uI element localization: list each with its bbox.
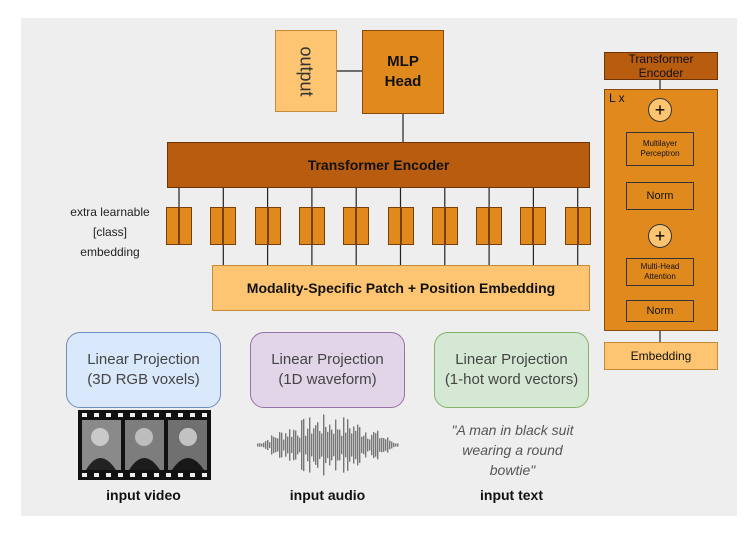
class-token xyxy=(166,207,192,245)
text-quote-line1: "A man in black suit xyxy=(451,422,574,438)
input-audio-label: input audio xyxy=(289,487,366,503)
output-label: output xyxy=(296,45,317,97)
patch-token xyxy=(431,207,458,245)
text-quote-line2: wearing a round xyxy=(462,442,563,458)
residual-add-top-icon: + xyxy=(648,98,672,122)
mlp-head-line2: Head xyxy=(384,73,422,90)
patch-embedding-bar: Modality-Specific Patch + Position Embed… xyxy=(212,265,590,311)
projection-audio-subtitle: (1D waveform) xyxy=(278,371,377,388)
transformer-encoder-bar: Transformer Encoder xyxy=(167,142,590,188)
projection-video-title: Linear Projection xyxy=(87,351,200,368)
patch-token xyxy=(564,207,591,245)
patch-token xyxy=(520,207,547,245)
patch-token xyxy=(254,207,281,245)
mlp-block-line2: Perceptron xyxy=(640,149,680,158)
attention-block: Multi-Head Attention xyxy=(626,258,694,286)
mlp-head: MLP Head xyxy=(362,30,444,114)
attention-block-line1: Multi-Head xyxy=(640,262,680,271)
encoder-detail-title-box: Transformer Encoder xyxy=(604,52,718,80)
patch-embedding-label: Modality-Specific Patch + Position Embed… xyxy=(246,280,556,296)
class-embedding-line1: extra learnable xyxy=(70,205,150,219)
class-embedding-line3: embedding xyxy=(80,245,140,259)
plus-bottom-symbol: + xyxy=(654,225,666,246)
mlp-block-line1: Multilayer xyxy=(642,139,678,148)
norm-bottom-block: Norm xyxy=(626,300,694,322)
patch-token xyxy=(298,207,325,245)
plus-top-symbol: + xyxy=(654,99,666,120)
patch-token xyxy=(476,207,503,245)
projection-text: Linear Projection (1-hot word vectors) xyxy=(434,332,589,408)
text-input-quote: "A man in black suit wearing a round bow… xyxy=(430,420,595,480)
residual-add-bottom-icon: + xyxy=(648,224,672,248)
projection-text-title: Linear Projection xyxy=(455,351,568,368)
projection-video: Linear Projection (3D RGB voxels) xyxy=(66,332,221,408)
embedding-label: Embedding xyxy=(630,349,692,363)
encoder-repeat-label: L x xyxy=(609,91,625,105)
class-embedding-line2: [class] xyxy=(92,225,127,239)
patch-token xyxy=(387,207,414,245)
class-embedding-label: extra learnable [class] embedding xyxy=(55,202,165,262)
encoder-detail-title: Transformer Encoder xyxy=(628,52,694,80)
input-video-label: input video xyxy=(106,487,181,503)
norm-top-block: Norm xyxy=(626,182,694,210)
attention-block-line2: Attention xyxy=(644,272,676,281)
patch-token xyxy=(210,207,237,245)
embedding-block: Embedding xyxy=(604,342,718,370)
transformer-encoder-label: Transformer Encoder xyxy=(307,157,450,173)
mlp-block: Multilayer Perceptron xyxy=(626,132,694,166)
text-quote-line3: bowtie" xyxy=(489,462,536,478)
input-text-label: input text xyxy=(480,487,543,503)
output-box: output xyxy=(275,30,337,112)
projection-audio: Linear Projection (1D waveform) xyxy=(250,332,405,408)
norm-top-label: Norm xyxy=(646,190,674,202)
video-filmstrip-image xyxy=(78,410,211,480)
encoder-detail-block: L x xyxy=(604,89,718,331)
norm-bottom-label: Norm xyxy=(646,305,674,317)
audio-waveform-image xyxy=(257,414,399,476)
mlp-head-line1: MLP xyxy=(387,53,419,70)
projection-video-subtitle: (3D RGB voxels) xyxy=(87,371,200,388)
patch-token xyxy=(343,207,370,245)
projection-audio-title: Linear Projection xyxy=(271,351,384,368)
projection-text-subtitle: (1-hot word vectors) xyxy=(444,371,579,388)
